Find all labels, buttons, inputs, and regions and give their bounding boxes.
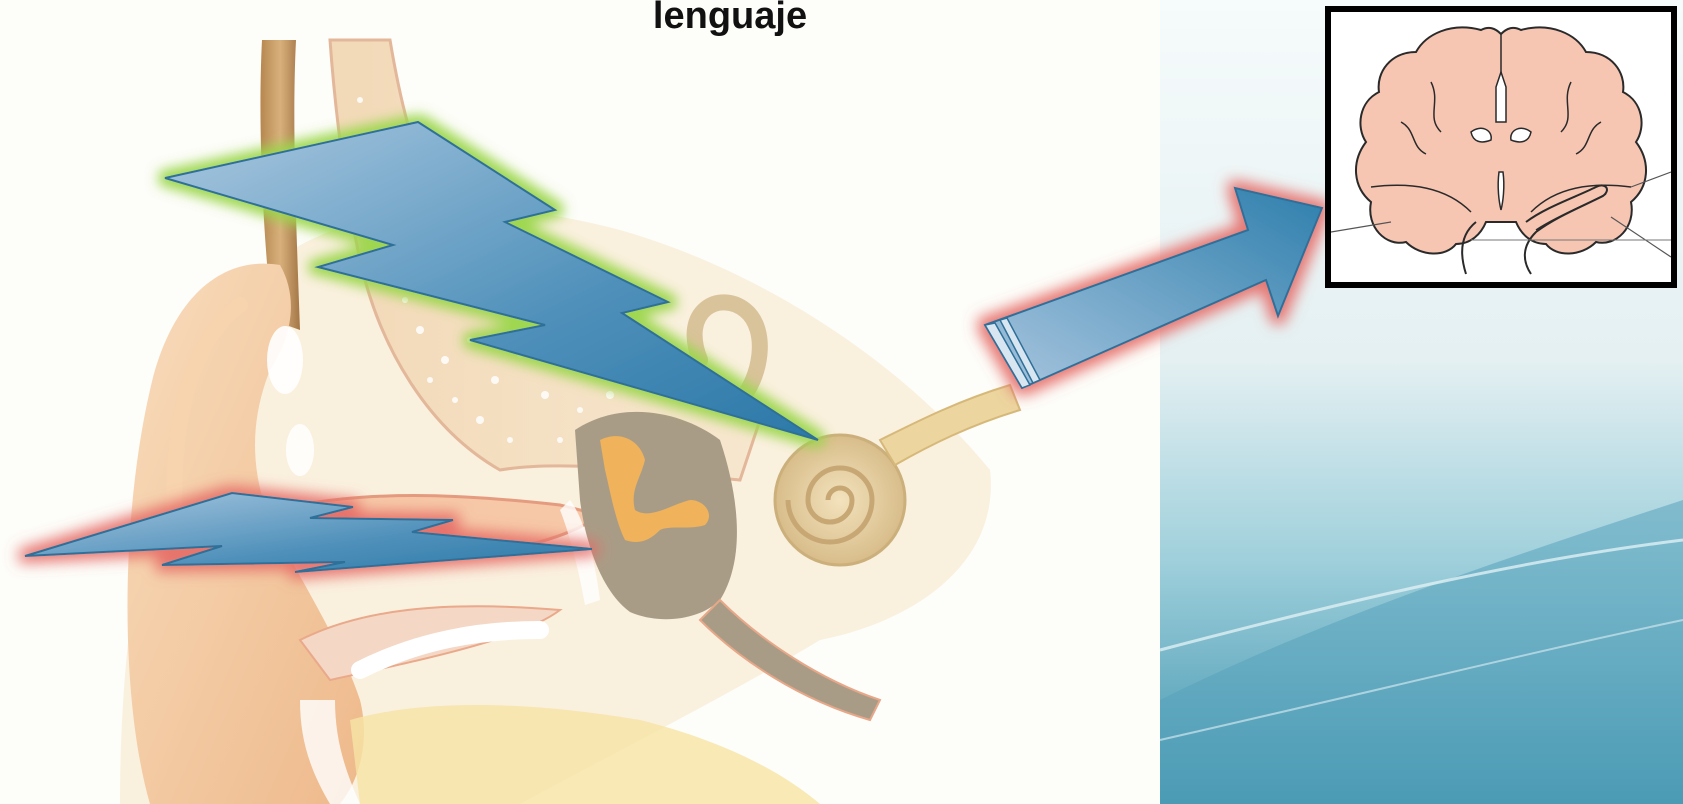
brain-coronal-section-icon [1331, 12, 1671, 282]
slide-title: lenguaje [560, 0, 900, 38]
lower-lightning-bolt-icon [25, 493, 592, 572]
upper-lightning-bolt-icon [165, 122, 818, 440]
block-arrow-right-icon [985, 188, 1322, 388]
brain-inset [1325, 6, 1677, 288]
